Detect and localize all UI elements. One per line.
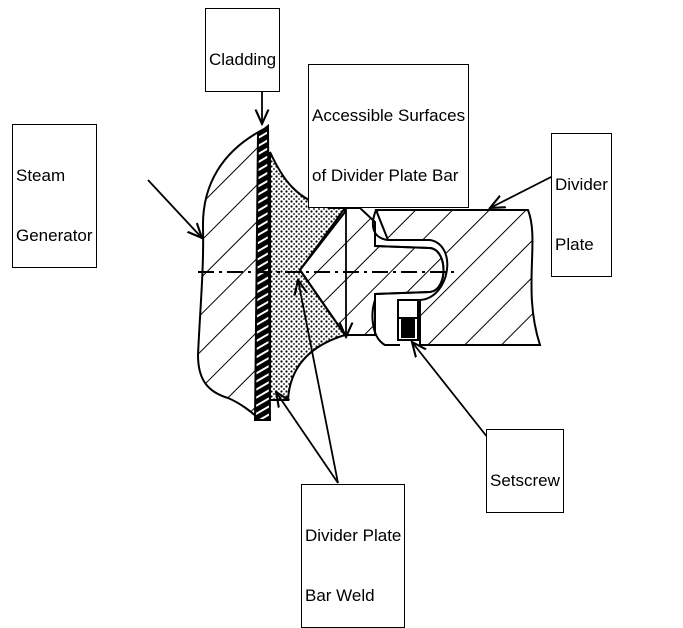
setscrew-arrow [412,342,489,439]
steam-generator-wall [196,126,267,421]
weld-arrow-2 [298,280,339,484]
weld-cross-section-diagram [147,42,554,484]
label-cladding: Cladding [205,8,281,92]
label-divider-plate: Divider Plate [551,133,612,277]
label-setscrew: Setscrew [486,429,564,513]
label-divider-plate-bar-weld: Divider Plate Bar Weld [301,484,406,628]
label-steam-generator: Steam Generator [12,124,97,268]
weld-arrow-1 [276,392,339,484]
divider-plate-arrow [490,175,554,208]
steam-generator-arrow [147,179,202,238]
label-accessible-surfaces: Accessible Surfaces of Divider Plate Bar [308,64,470,208]
